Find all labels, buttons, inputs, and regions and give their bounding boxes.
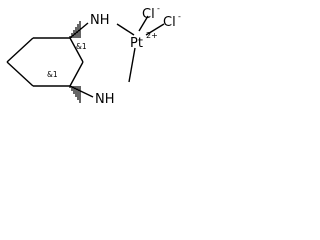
pt-charge-label: 2+: [146, 31, 158, 40]
cl-2-charge-label: -: [178, 12, 181, 21]
stereo-label-lower: &1: [47, 70, 58, 79]
bond-pt-cl-1: [138, 15, 149, 32]
bond-pt-n-bottom: [128, 47, 136, 83]
cyclohexane-ring: [6, 37, 84, 87]
bond-pt-cl-2: [145, 23, 165, 36]
stereo-label-upper: &1: [76, 42, 87, 51]
molecule-structure-diagram: NH NH Pt 2+ Cl - Cl - &1 &1: [6, 4, 181, 107]
ring-bond-6: [6, 61, 34, 87]
atom-nh-top: NH: [90, 13, 110, 28]
cl-1-charge-label: -: [157, 4, 160, 13]
atom-cl-2: Cl: [163, 15, 176, 30]
ring-bond-3: [69, 37, 84, 63]
ring-bond-1: [6, 37, 34, 63]
atom-pt: Pt: [130, 36, 143, 51]
bond-n-pt-top: [116, 23, 135, 36]
hashed-bond-upper: [69, 21, 81, 38]
ring-bond-4: [69, 61, 84, 87]
bond-c-n-bottom: [69, 85, 94, 98]
atom-cl-1: Cl: [142, 7, 155, 22]
bond-c-n-top: [69, 22, 89, 39]
atom-nh-bottom: NH: [95, 92, 115, 107]
